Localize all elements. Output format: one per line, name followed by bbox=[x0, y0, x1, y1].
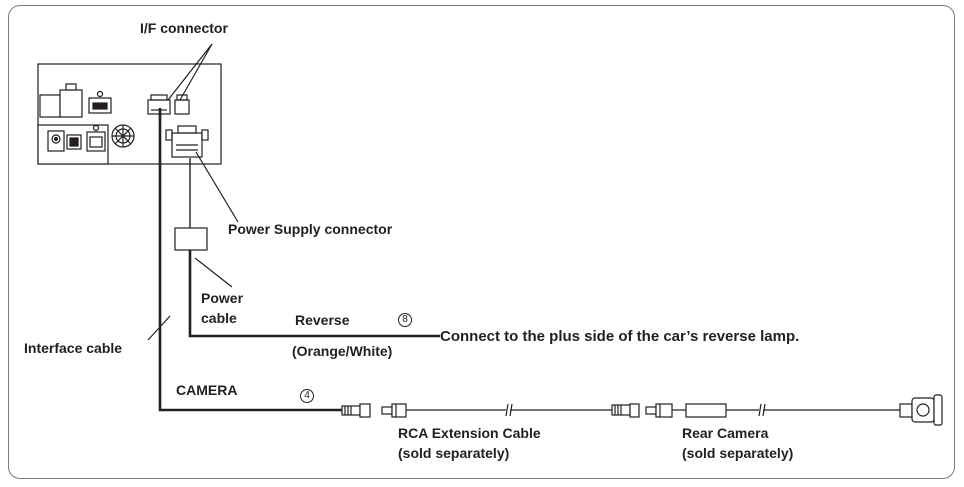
diagram-frame bbox=[8, 5, 955, 479]
power-cable-block bbox=[174, 227, 208, 251]
camera-rca-jack bbox=[341, 403, 371, 418]
interface-cable-label: Interface cable bbox=[24, 340, 123, 356]
if-connector-leader-b bbox=[179, 43, 213, 101]
camera-label: CAMERA bbox=[176, 382, 238, 398]
rear-camera-label-line2: (sold separately) bbox=[682, 445, 794, 461]
rear-camera-label-line1: Rear Camera bbox=[682, 425, 769, 441]
power-cable-label-line1: Power bbox=[201, 290, 244, 306]
power-connector-leader bbox=[195, 151, 239, 223]
rear-camera-cable bbox=[645, 403, 900, 418]
camera-number-badge: 4 bbox=[300, 389, 314, 403]
rca-extension-label-line2: (sold separately) bbox=[398, 445, 510, 461]
head-unit-rear-panel bbox=[37, 63, 222, 165]
if-connector-leader-a bbox=[167, 43, 213, 101]
if-connector-label: I/F connector bbox=[140, 20, 228, 36]
power-cable-label-line2: cable bbox=[201, 310, 237, 326]
power-cable bbox=[188, 250, 440, 338]
reverse-label: Reverse bbox=[295, 312, 350, 328]
power-supply-connector-label: Power Supply connector bbox=[228, 221, 393, 237]
reverse-number-badge: 8 bbox=[398, 313, 412, 327]
rca-extension-label-line1: RCA Extension Cable bbox=[398, 425, 541, 441]
rca-extension-cable bbox=[381, 403, 640, 418]
reverse-wire-color: (Orange/White) bbox=[292, 343, 393, 359]
interface-cable bbox=[158, 108, 342, 412]
rear-camera bbox=[899, 394, 943, 426]
reverse-instruction: Connect to the plus side of the car’s re… bbox=[440, 328, 800, 345]
power-cable-leader bbox=[194, 257, 233, 288]
